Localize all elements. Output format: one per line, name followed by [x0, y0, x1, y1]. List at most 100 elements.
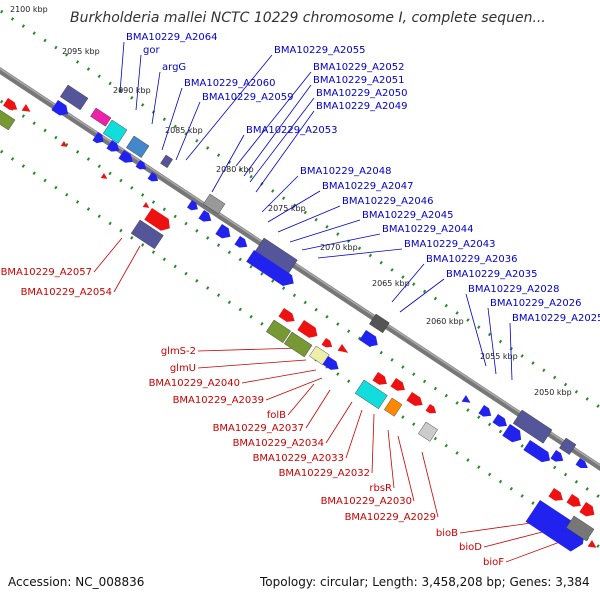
forward-gene-label[interactable]: BMA10229_A2053 — [246, 125, 337, 136]
tick-label: 2055 kbp — [480, 352, 518, 361]
forward-gene-label[interactable]: BMA10229_A2049 — [316, 101, 407, 112]
tick-label: 2085 kbp — [165, 126, 203, 135]
gene-feature — [512, 409, 553, 444]
label-leader-line — [387, 429, 395, 489]
reverse-gene-label[interactable]: BMA10229_A2054 — [21, 287, 112, 298]
gene-feature — [90, 107, 112, 127]
reverse-gene-label[interactable]: glmU — [170, 363, 196, 374]
accession-text: Accession: NC_008836 — [8, 575, 144, 589]
gene-feature — [390, 378, 405, 391]
gene-feature — [478, 405, 492, 417]
label-leader-line — [487, 307, 497, 375]
gene-feature — [548, 488, 563, 501]
forward-gene-label[interactable]: BMA10229_A2050 — [316, 88, 407, 99]
reverse-gene-label[interactable]: BMA10229_A2039 — [173, 395, 264, 406]
forward-gene-label[interactable]: gor — [143, 45, 160, 56]
label-leader-line — [197, 347, 301, 352]
forward-gene-label[interactable]: BMA10229_A2045 — [362, 210, 453, 221]
label-leader-line — [241, 369, 317, 384]
forward-gene-label[interactable]: BMA10229_A2035 — [446, 269, 537, 280]
gene-feature — [461, 395, 471, 403]
forward-gene-label[interactable]: BMA10229_A2051 — [313, 75, 404, 86]
gene-feature — [142, 202, 150, 208]
gene-feature — [523, 440, 551, 463]
reverse-gene-label[interactable]: bioD — [459, 542, 482, 553]
gene-feature — [130, 219, 164, 250]
label-leader-line — [119, 41, 125, 93]
forward-gene-label[interactable]: BMA10229_A2025 — [512, 313, 600, 324]
forward-gene-label[interactable]: BMA10229_A2060 — [184, 78, 275, 89]
gene-feature — [92, 132, 104, 144]
reverse-gene-label[interactable]: bioF — [483, 557, 504, 568]
forward-gene-label[interactable]: BMA10229_A2036 — [426, 254, 517, 265]
label-leader-line — [255, 110, 315, 193]
gene-feature — [297, 320, 318, 338]
gene-feature — [60, 141, 68, 147]
gene-feature — [359, 330, 378, 347]
gene-feature — [3, 98, 18, 110]
reverse-gene-label[interactable]: BMA10229_A2034 — [233, 438, 324, 449]
gene-feature — [203, 193, 226, 215]
tick-label: 2070 kbp — [320, 243, 358, 252]
tick-label: 2090 kbp — [113, 86, 151, 95]
forward-gene-label[interactable]: argG — [162, 62, 186, 73]
label-leader-line — [301, 233, 381, 251]
label-leader-line — [93, 237, 123, 273]
label-leader-line — [459, 521, 539, 534]
label-leader-line — [135, 54, 142, 111]
forward-gene-label[interactable]: BMA10229_A2043 — [404, 239, 495, 250]
reverse-gene-label[interactable]: rbsR — [369, 483, 392, 494]
gene-feature — [559, 437, 577, 455]
label-leader-line — [265, 377, 323, 401]
label-leader-line — [345, 409, 363, 459]
label-leader-line — [185, 54, 273, 161]
label-leader-line — [277, 205, 341, 233]
label-leader-line — [371, 413, 375, 474]
forward-gene-label[interactable]: BMA10229_A2044 — [382, 224, 473, 235]
gene-feature — [265, 262, 294, 286]
reverse-gene-label[interactable]: BMA10229_A2040 — [149, 378, 240, 389]
gene-feature — [0, 109, 16, 131]
forward-gene-label[interactable]: BMA10229_A2028 — [468, 284, 559, 295]
forward-gene-label[interactable]: BMA10229_A2052 — [313, 62, 404, 73]
forward-gene-label[interactable]: BMA10229_A2048 — [300, 166, 391, 177]
gene-feature — [383, 397, 403, 417]
gene-feature — [102, 119, 128, 144]
gene-feature — [106, 140, 120, 152]
forward-gene-label[interactable]: BMA10229_A2026 — [490, 298, 581, 309]
label-leader-line — [421, 451, 439, 518]
label-leader-line — [305, 389, 331, 429]
forward-gene-label[interactable]: BMA10229_A2055 — [274, 45, 365, 56]
gene-feature — [21, 104, 31, 112]
reverse-gene-label[interactable]: folB — [267, 410, 286, 421]
forward-gene-label[interactable]: BMA10229_A2046 — [342, 196, 433, 207]
label-leader-line — [465, 293, 487, 367]
forward-gene-label[interactable]: BMA10229_A2047 — [322, 181, 413, 192]
reverse-gene-label[interactable]: BMA10229_A2030 — [321, 496, 412, 507]
gene-feature — [147, 172, 159, 182]
reverse-gene-label[interactable]: glmS-2 — [161, 346, 196, 357]
label-leader-line — [261, 175, 299, 213]
gene-feature — [550, 450, 564, 462]
label-leaders — [93, 41, 577, 563]
gene-feature — [406, 392, 423, 406]
reverse-gene-label[interactable]: BMA10229_A2033 — [253, 453, 344, 464]
reverse-gene-label[interactable]: BMA10229_A2057 — [1, 267, 92, 278]
gene-feature — [492, 414, 507, 427]
tick-label: 2080 kbp — [216, 165, 254, 174]
gene-feature — [118, 150, 133, 163]
gene-feature — [322, 356, 339, 370]
label-leader-line — [267, 190, 321, 223]
forward-gene-label[interactable]: BMA10229_A2064 — [126, 32, 217, 43]
reverse-gene-label[interactable]: BMA10229_A2029 — [345, 512, 436, 523]
reverse-gene-label[interactable]: bioB — [436, 528, 458, 539]
reverse-gene-label[interactable]: BMA10229_A2037 — [213, 423, 304, 434]
label-leader-line — [397, 435, 415, 502]
label-leader-line — [113, 245, 141, 293]
label-leader-line — [287, 383, 315, 416]
gene-feature — [337, 344, 349, 353]
label-leader-line — [243, 84, 312, 177]
reverse-gene-label[interactable]: BMA10229_A2032 — [279, 468, 370, 479]
forward-gene-label[interactable]: BMA10229_A2059 — [202, 92, 293, 103]
gene-feature — [565, 515, 595, 542]
